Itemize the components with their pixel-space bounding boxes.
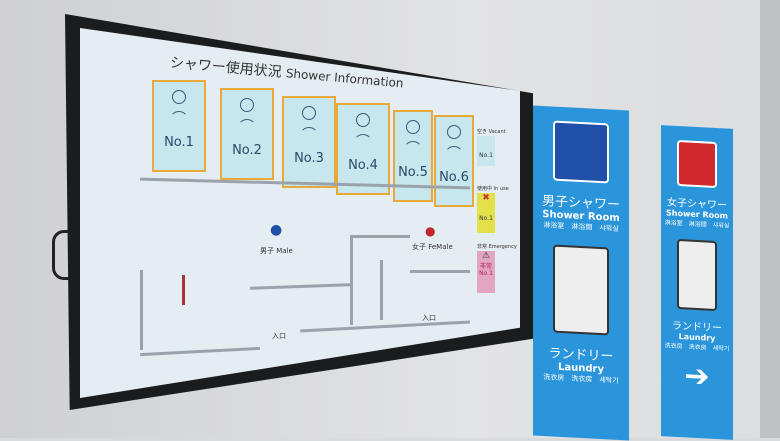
- shower-head-icon: ⌒: [172, 111, 186, 127]
- shower-head-icon: ⌒: [447, 146, 461, 162]
- stall-number: No.3: [294, 151, 324, 166]
- shower-head-icon: ⌒: [240, 119, 254, 135]
- entrance-label: 入口: [272, 332, 286, 340]
- male-shower-sign: 男子シャワー Shower Room 淋浴室 淋浴間 샤워실 ランドリー Lau…: [533, 105, 629, 441]
- x-icon: ✖: [482, 193, 490, 203]
- male-person-icon: ●: [270, 222, 283, 238]
- legend-emergency-no: No.1: [479, 270, 493, 277]
- legend-vacant: No.1: [477, 136, 495, 166]
- shower-stall: ⌒ No.2: [220, 88, 274, 180]
- female-label: 女子 FeMale: [412, 243, 453, 251]
- cable: [52, 230, 72, 280]
- stall-number: No.4: [348, 158, 378, 173]
- female-person-icon: ●: [425, 224, 436, 238]
- laundry-icon: [677, 238, 717, 312]
- entrance-label: 入口: [422, 314, 436, 322]
- laundry-icon: [553, 244, 609, 336]
- legend-inuse-label: 使用中 In use: [477, 186, 509, 192]
- floorplan-wall: [350, 235, 410, 238]
- legend-inuse: ✖ No.1: [477, 193, 495, 233]
- shower-stall: ⌒ No.4: [336, 103, 390, 195]
- floorplan-wall: [380, 260, 383, 320]
- shower-stall: ⌒ No.3: [282, 96, 336, 188]
- stall-number: No.2: [232, 143, 262, 158]
- legend-emergency-text: 非常: [479, 263, 492, 270]
- floorplan-wall: [350, 235, 353, 325]
- stall-number: No.5: [398, 165, 428, 180]
- female-shower-icon: [677, 139, 717, 189]
- vacant-circle-icon: [172, 90, 186, 104]
- male-shower-icon: [553, 120, 609, 184]
- stall-number: No.1: [164, 135, 194, 150]
- female-shower-sign: 女子シャワー Shower Room 淋浴室 淋浴間 샤워실 ランドリー Lau…: [661, 125, 733, 440]
- legend-emergency-label: 非常 Emergency: [477, 244, 517, 250]
- stall-number: No.6: [439, 170, 469, 185]
- arrow-right-icon: ➔: [684, 358, 710, 395]
- shower-head-icon: ⌒: [406, 141, 420, 157]
- vacant-circle-icon: [356, 113, 370, 127]
- warning-icon: ⚠: [481, 251, 491, 261]
- male-label: 男子 Male: [260, 247, 293, 255]
- shower-stall: ⌒ No.6: [434, 115, 474, 207]
- legend-vacant-label: 空き Vacant: [477, 129, 506, 135]
- door-marker: [182, 275, 185, 305]
- vacant-circle-icon: [406, 120, 420, 134]
- legend-inuse-no: No.1: [479, 215, 493, 222]
- legend-vacant-no: No.1: [479, 152, 493, 159]
- vacant-circle-icon: [302, 106, 316, 120]
- floorplan-wall: [140, 270, 143, 350]
- shower-head-icon: ⌒: [356, 134, 370, 150]
- floorplan-wall: [410, 270, 470, 273]
- vacant-circle-icon: [240, 98, 254, 112]
- vacant-circle-icon: [447, 125, 461, 139]
- pillar: [760, 0, 780, 438]
- shower-stall: ⌒ No.1: [152, 80, 206, 172]
- shower-head-icon: ⌒: [302, 127, 316, 143]
